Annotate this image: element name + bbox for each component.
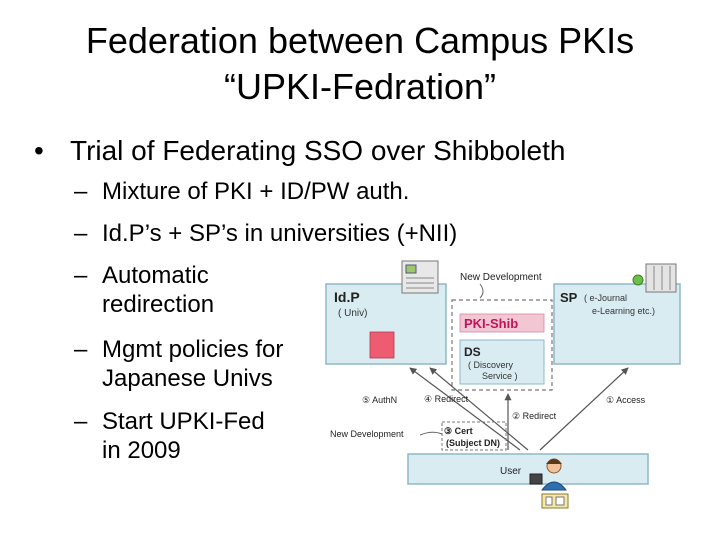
sub-bullet-text: Mgmt policies for: [102, 336, 284, 363]
sp-subtitle-line-2: e-Learning etc.): [592, 306, 655, 316]
pki-shib-box: [459, 313, 545, 333]
sub-bullet-marker: –: [74, 220, 88, 247]
user-label: User: [500, 466, 522, 477]
authn-arrow: [409, 367, 521, 451]
slide-title: Federation between Campus PKIs “UPKI-Fed…: [0, 18, 720, 110]
new-development-top-label: New Development: [460, 272, 542, 283]
new-development-bottom-connector: [419, 431, 443, 436]
server-rack-icon: [632, 263, 677, 293]
sub-bullet-text: Start UPKI-Fed: [102, 408, 265, 435]
ds-dashed-frame: [451, 299, 553, 391]
idp-subtitle: ( Univ): [338, 308, 367, 319]
sub-bullet-marker: –: [74, 178, 88, 205]
pki-shib-label: PKI-Shib: [464, 316, 518, 331]
ds-subtitle-line-2: Service ): [482, 371, 518, 381]
sub-bullet-marker: –: [74, 262, 88, 289]
sub-bullet-text-continued: redirection: [102, 291, 215, 318]
sp-box: [553, 283, 681, 365]
sp-title: SP: [560, 290, 578, 305]
server-icon: [401, 260, 439, 294]
sub-bullet-text-continued: Japanese Univs: [102, 365, 273, 392]
step-2-label: ② Redirect: [512, 411, 557, 421]
ds-title: DS: [464, 345, 481, 359]
sp-subtitle-line-1: ( e-Journal: [584, 293, 627, 303]
title-line-2: “UPKI-Fedration”: [223, 66, 497, 107]
main-bullet-text: Trial of Federating SSO over Shibboleth: [70, 135, 566, 166]
user-person-icon: [529, 458, 569, 509]
step-5-label: ⑤ AuthN: [362, 395, 397, 405]
new-development-bottom-label: New Development: [330, 429, 404, 439]
idp-title: Id.P: [334, 289, 360, 305]
new-development-top-connector: [479, 283, 484, 299]
cert-dashed-box: [441, 421, 507, 451]
ds-box: [459, 339, 545, 385]
step-4-label: ④ Redirect: [424, 394, 469, 404]
ds-subtitle-line-1: ( Discovery: [468, 360, 514, 370]
sub-bullet-marker: –: [74, 408, 88, 435]
sub-bullet-text: Automatic: [102, 262, 209, 289]
title-line-1: Federation between Campus PKIs: [85, 20, 635, 61]
redirect-to-idp-arrow: [429, 367, 529, 451]
sub-bullet-text-continued: in 2009: [102, 437, 181, 464]
sub-bullet-text: Mixture of PKI + ID/PW auth.: [102, 178, 410, 205]
bullet-marker: •: [34, 135, 44, 166]
step-3-subject-label: (Subject DN): [446, 438, 500, 448]
step-3-label: ③ Cert: [444, 426, 473, 436]
sub-bullet-text: Id.P’s + SP’s in universities (+NII): [102, 220, 458, 247]
access-arrow: [539, 367, 629, 451]
idp-red-block: [369, 331, 395, 359]
federation-diagram: Id.P ( Univ) New Development PKI-Shib DS…: [325, 260, 681, 509]
step-1-label: ① Access: [606, 395, 646, 405]
sub-bullet-marker: –: [74, 336, 88, 363]
user-box: [407, 453, 649, 485]
